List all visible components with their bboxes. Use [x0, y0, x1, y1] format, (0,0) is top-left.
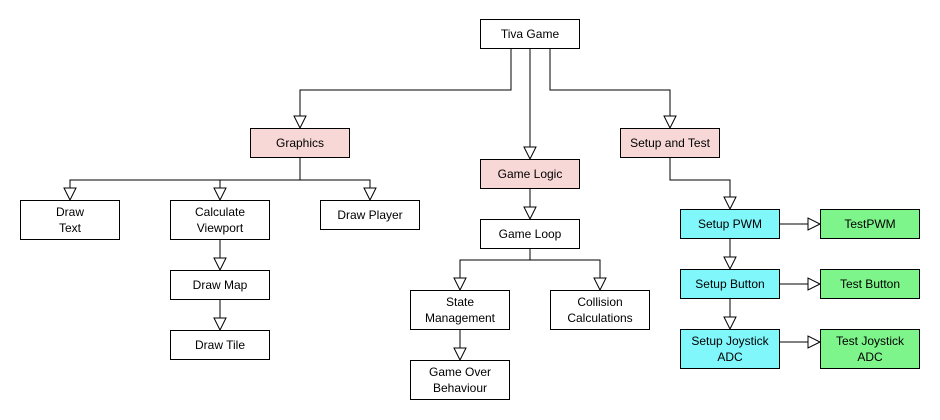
node-test-joystick-adc: Test Joystick ADC — [820, 329, 920, 369]
node-draw-player: Draw Player — [320, 200, 420, 230]
node-label-line: Management — [424, 311, 496, 325]
connector-graphics-to-calculate-viewport — [219, 179, 300, 188]
node-label-line: State — [445, 295, 475, 309]
node-setup-button: Setup Button — [680, 269, 780, 299]
arrowhead-icon — [593, 277, 607, 292]
arrowhead-icon — [523, 206, 537, 221]
node-label-line: Draw Map — [192, 278, 248, 292]
arrowhead-icon — [663, 115, 677, 130]
arrowhead-icon — [723, 256, 737, 271]
connector-tiva-game-to-graphics — [299, 49, 512, 116]
arrowhead-icon — [807, 217, 822, 231]
node-test-pwm: TestPWM — [820, 209, 920, 239]
arrowhead-icon — [723, 316, 737, 331]
node-game-loop: Game Loop — [480, 219, 580, 249]
node-setup-joystick-adc: Setup Joystick ADC — [680, 329, 780, 369]
node-label-line: Setup and Test — [630, 136, 710, 150]
connector-graphics-to-draw-text — [69, 158, 301, 188]
node-draw-tile: Draw Tile — [170, 330, 270, 360]
node-game-over-behaviour: Game Over Behaviour — [410, 360, 510, 400]
arrowhead-icon — [807, 335, 822, 349]
connector-graphics-to-draw-player — [300, 179, 371, 188]
node-label-line: Setup Button — [695, 277, 765, 291]
node-label-line: Tiva Game — [500, 27, 560, 41]
node-label-line: Setup Joystick — [691, 334, 769, 348]
node-tiva-game: Tiva Game — [480, 19, 580, 49]
arrowhead-icon — [63, 187, 77, 202]
arrowhead-icon — [523, 146, 537, 161]
node-label-line: Calculate — [194, 205, 246, 219]
node-label-line: Collision — [577, 295, 623, 309]
node-setup-pwm: Setup PWM — [680, 209, 780, 239]
node-label-line: Game Over — [428, 365, 491, 379]
node-label-line: Text — [58, 221, 81, 235]
node-label-line: Draw — [55, 205, 84, 219]
node-label-line: Game Logic — [497, 167, 563, 181]
node-draw-map: Draw Map — [170, 270, 270, 300]
connector-setup-and-test-to-setup-pwm — [669, 158, 731, 197]
node-test-button: Test Button — [820, 269, 920, 299]
connector-game-loop-to-state-management — [459, 249, 531, 278]
arrowhead-icon — [363, 187, 377, 202]
node-label-line: Game Loop — [498, 227, 562, 241]
node-label-line: Test Joystick — [835, 334, 904, 348]
arrowhead-icon — [453, 347, 467, 362]
node-label-line: ADC — [857, 350, 883, 364]
node-label-line: Draw Tile — [194, 338, 245, 352]
connector-game-loop-to-collision-calculations — [530, 259, 601, 278]
node-setup-and-test: Setup and Test — [620, 128, 720, 158]
arrowhead-icon — [213, 187, 227, 202]
node-label-line: Behaviour — [432, 381, 488, 395]
arrowhead-icon — [213, 317, 227, 332]
arrowhead-icon — [293, 115, 307, 130]
node-label-line: ADC — [717, 350, 743, 364]
connector-tiva-game-to-setup-and-test — [549, 49, 671, 116]
node-graphics: Graphics — [250, 128, 350, 158]
node-label-line: Viewport — [196, 221, 244, 235]
arrowhead-icon — [453, 277, 467, 292]
node-label-line: Draw Player — [337, 208, 403, 222]
node-state-management: State Management — [410, 290, 510, 330]
node-label-line: TestPWM — [844, 217, 896, 231]
node-calculate-viewport: Calculate Viewport — [170, 200, 270, 240]
arrowhead-icon — [723, 196, 737, 211]
node-label-line: Test Button — [839, 277, 901, 291]
node-label-line: Setup PWM — [697, 217, 763, 231]
arrowhead-icon — [213, 257, 227, 272]
node-collision-calculations: Collision Calculations — [550, 290, 650, 330]
node-label-line: Calculations — [567, 311, 633, 325]
node-game-logic: Game Logic — [480, 159, 580, 189]
arrowhead-icon — [807, 277, 822, 291]
node-draw-text: Draw Text — [20, 200, 120, 240]
node-label-line: Graphics — [275, 136, 325, 150]
